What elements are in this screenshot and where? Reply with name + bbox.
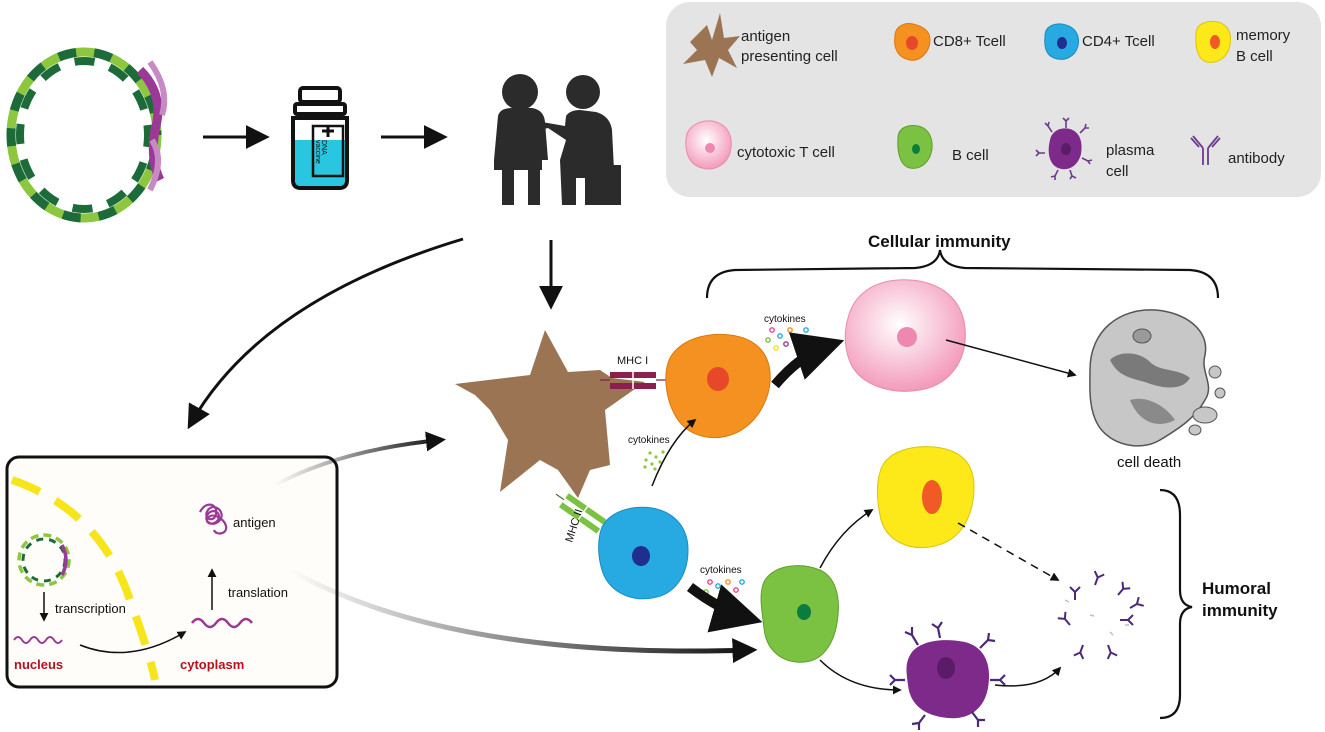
arrow-cd4-to-bcell [686, 583, 763, 633]
transcription-label: transcription [55, 601, 126, 616]
memory-b-cell [876, 446, 975, 548]
legend-background [666, 2, 1321, 197]
legend-plasma-icon [1035, 117, 1093, 180]
arrow-cell-to-apc [274, 431, 446, 487]
legend-cd4-label: CD4+ Tcell [1082, 33, 1155, 50]
legend-memory-b-label-2: B cell [1236, 48, 1273, 65]
nucleus-label: nucleus [14, 657, 63, 672]
antibody-fragments [1064, 599, 1129, 636]
antigen-label: antigen [233, 515, 276, 530]
mhc1-label: MHC I [617, 355, 648, 367]
arrow-mrna-export [79, 631, 187, 654]
arrow-cell-to-bcell [288, 567, 758, 664]
arrow-cd8-to-cytotoxic [771, 332, 845, 389]
humoral-immunity-label-1: Humoral [1202, 579, 1271, 598]
cd8-t-cell [665, 333, 771, 439]
legend-apc-label-1: antigen [741, 28, 790, 45]
legend-antibody-icon [1190, 135, 1221, 165]
legend-cd8-nucleus [906, 36, 918, 50]
legend-b-cell-label: B cell [952, 147, 989, 164]
arrow-memory-to-antibody [957, 522, 1060, 581]
b-cell [760, 565, 839, 663]
transfected-cell-box: transcription translation antigen nucleu… [5, 455, 339, 689]
legend-memory-b-nucleus [1210, 35, 1220, 49]
dead-cell-icon [1089, 309, 1226, 447]
nucleus-plasmid-icon [17, 533, 71, 587]
legend-cd8-label: CD8+ Tcell [933, 33, 1006, 50]
arrow-injection-to-cell [187, 237, 464, 430]
dna-vaccine-vial-icon: DNA vaccine [291, 86, 349, 190]
legend-apc-icon [683, 13, 740, 77]
vial-label-1: DNA [320, 140, 327, 155]
legend-apc-label-2: presenting cell [741, 48, 838, 65]
arrow-plasma-to-antibody [994, 666, 1062, 687]
antigen-presenting-cell [455, 330, 645, 498]
legend-memory-b-label-1: memory [1236, 27, 1291, 44]
cytokines-dots-green [643, 450, 665, 471]
arrow-cytotoxic-to-death [945, 339, 1077, 378]
cytokines-label-cd4-b: cytokines [700, 565, 742, 576]
antigen-icon [199, 503, 228, 535]
legend-plasma-label-2: cell [1106, 163, 1129, 180]
cellular-immunity-label: Cellular immunity [868, 232, 1011, 251]
legend-b-cell-nucleus [912, 144, 920, 154]
plasma-cell [889, 621, 1006, 730]
cellular-immunity-brace [705, 249, 1220, 299]
dna-plasmid-icon [6, 47, 168, 223]
cytokines-dots-colored [765, 327, 809, 351]
translation-label: translation [228, 585, 288, 600]
vaccination-person-icon [494, 74, 621, 205]
arrow-bcell-to-memory [819, 509, 874, 569]
arrow-cd4-to-cd8 [651, 418, 697, 487]
mhc2-label: MHC II [563, 508, 585, 544]
arrow-bcell-to-plasma [819, 659, 902, 695]
legend-panel: antigen presenting cell CD8+ Tcell CD4+ … [666, 2, 1321, 197]
cytotoxic-t-cell [844, 279, 966, 392]
cell-death-label: cell death [1117, 454, 1181, 471]
humoral-immunity-brace [1159, 488, 1193, 720]
legend-cytotoxic-nucleus [705, 143, 715, 153]
cytoplasm-label: cytoplasm [180, 657, 244, 672]
nuclear-envelope [10, 476, 159, 681]
cytoplasm-mrna [191, 617, 253, 629]
cytokines-label-cd8: cytokines [764, 314, 806, 325]
cd4-t-cell [598, 506, 689, 600]
antibody-cluster [1057, 570, 1145, 660]
vial-label-2: vaccine [314, 140, 321, 164]
cytokines-label-cd4: cytokines [628, 435, 670, 446]
legend-plasma-label-1: plasma [1106, 142, 1155, 159]
legend-antibody-label: antibody [1228, 150, 1285, 167]
nucleus-mrna [13, 636, 63, 644]
humoral-immunity-label-2: immunity [1202, 601, 1278, 620]
legend-cytotoxic-label: cytotoxic T cell [737, 144, 835, 161]
legend-cd4-nucleus [1057, 37, 1067, 49]
